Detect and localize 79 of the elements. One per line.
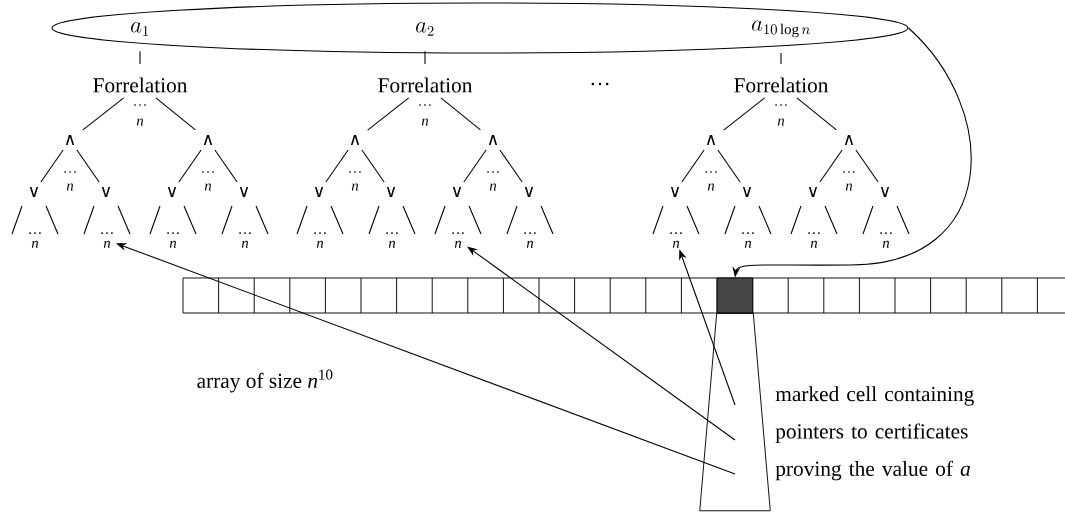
tree-line — [361, 149, 385, 183]
gate-label: Forrelation — [93, 77, 188, 93]
tree-line — [819, 149, 843, 183]
tree-line — [367, 97, 410, 131]
ellipsis: … — [64, 171, 76, 173]
and-gate: ∧ — [203, 134, 213, 146]
tree-line — [463, 149, 487, 183]
subtree: … n — [296, 205, 344, 248]
size-label: n — [136, 118, 144, 126]
ellipsis: … — [134, 104, 146, 106]
ellipsis: … — [591, 82, 609, 86]
description-text: marked cell containing pointers to certificates proving the value of a — [775, 386, 974, 481]
size-label: n — [777, 118, 785, 126]
tree-line — [440, 97, 481, 131]
or-gate: ∨ — [29, 186, 39, 198]
ellipsis: … — [775, 104, 787, 106]
and-gate: ∧ — [844, 134, 854, 146]
tree-line — [325, 149, 349, 183]
ellipsis: … — [202, 171, 214, 173]
or-gate: ∨ — [524, 186, 534, 198]
subtree: … n — [790, 205, 838, 248]
or-gate: ∨ — [386, 186, 396, 198]
and-gate: ∧ — [65, 134, 75, 146]
subtree: … n — [83, 205, 131, 248]
marked-cell — [716, 277, 754, 314]
size-label: n — [66, 183, 74, 191]
subtree: … n — [149, 205, 197, 248]
tree-line — [499, 149, 523, 183]
size-label: n — [351, 183, 359, 191]
ellipsis: … — [487, 171, 499, 173]
tree-line — [82, 97, 125, 131]
ellipsis: … — [705, 171, 717, 173]
or-gate: ∨ — [239, 186, 249, 198]
size-label: n — [421, 118, 429, 126]
tree-line — [855, 149, 879, 183]
variable-label: $a_{10\log n}$ — [752, 20, 810, 38]
tree-line — [796, 97, 837, 131]
and-gate: ∧ — [488, 134, 498, 146]
tree-line — [681, 149, 705, 183]
tree-line — [214, 149, 238, 183]
or-gate: ∨ — [314, 186, 324, 198]
subtree: … n — [221, 205, 269, 248]
or-gate: ∨ — [808, 186, 818, 198]
size-label: n — [845, 183, 853, 191]
size-label: n — [707, 183, 715, 191]
tree-line — [76, 149, 100, 183]
variable-label: $a_{1}$ — [131, 22, 149, 36]
tree-line — [780, 52, 782, 65]
or-gate: ∨ — [452, 186, 462, 198]
or-gate: ∨ — [670, 186, 680, 198]
tree-line — [424, 50, 426, 65]
ellipsis: … — [419, 104, 431, 106]
tree-line — [40, 149, 64, 183]
subtree: … n — [506, 205, 554, 248]
and-gate: ∧ — [706, 134, 716, 146]
subtree: … n — [862, 205, 910, 248]
size-label: n — [204, 183, 212, 191]
or-gate: ∨ — [167, 186, 177, 198]
array-label: array of size n$^{10}$ — [197, 369, 333, 393]
subtree: … n — [11, 205, 59, 248]
subtree: … n — [434, 205, 482, 248]
variable-label: $a_{2}$ — [416, 22, 434, 36]
or-gate: ∨ — [742, 186, 752, 198]
tree-line — [717, 149, 741, 183]
tree-line — [723, 97, 766, 131]
gate-label: Forrelation — [734, 77, 829, 93]
tree-line — [139, 50, 141, 65]
and-gate: ∧ — [350, 134, 360, 146]
or-gate: ∨ — [101, 186, 111, 198]
gate-label: Forrelation — [378, 77, 473, 93]
or-gate: ∨ — [880, 186, 890, 198]
subtree: … n — [652, 205, 700, 248]
ellipsis: … — [349, 171, 361, 173]
tree-line — [178, 149, 202, 183]
ellipsis: … — [843, 171, 855, 173]
tree-line — [155, 97, 196, 131]
size-label: n — [489, 183, 497, 191]
subtree: … n — [724, 205, 772, 248]
subtree: … n — [368, 205, 416, 248]
